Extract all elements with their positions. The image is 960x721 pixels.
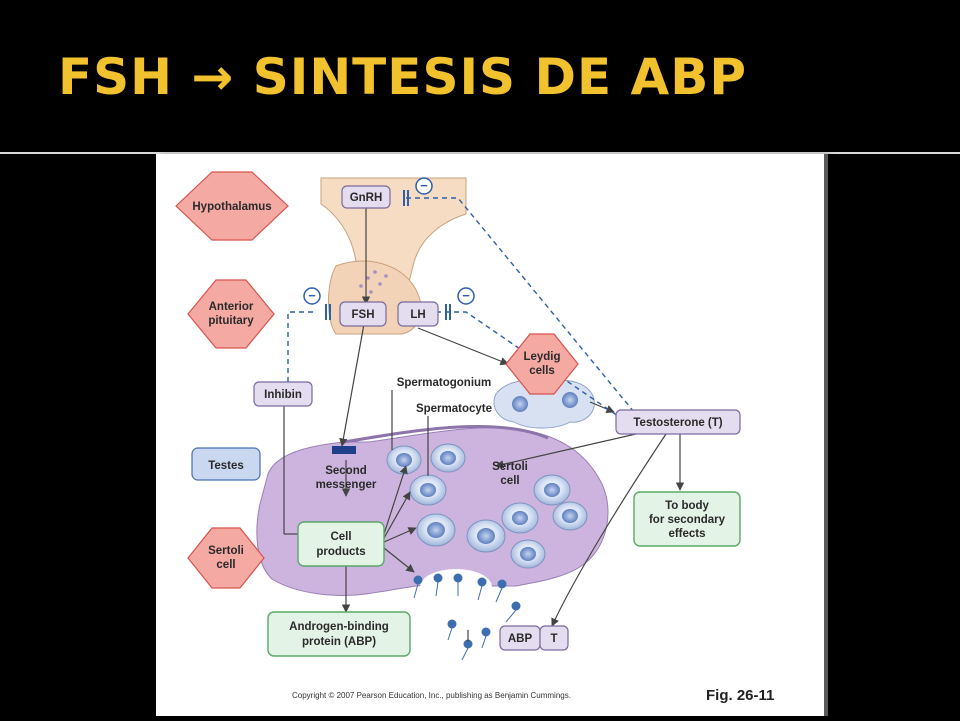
side-label-testes: Testes	[191, 447, 261, 481]
svg-text:Inhibin: Inhibin	[264, 389, 302, 401]
svg-text:cell: cell	[500, 475, 519, 487]
svg-text:−: −	[308, 288, 316, 303]
svg-text:FSH: FSH	[352, 309, 375, 321]
svg-text:−: −	[420, 178, 428, 193]
lh-box: LH	[397, 301, 439, 327]
inhibin-box: Inhibin	[253, 381, 313, 407]
fsh-to-receptor-arrow	[339, 323, 365, 447]
testosterone-to-lh-feedback	[418, 311, 619, 417]
leydig-nucleus	[512, 396, 528, 412]
svg-text:Hypothalamus: Hypothalamus	[192, 201, 271, 213]
to-body-box: To body for secondary effects	[633, 491, 741, 547]
gnrh-box: GnRH	[341, 185, 391, 209]
secretory-granules	[359, 270, 388, 294]
svg-text:cell: cell	[216, 559, 235, 571]
testosterone-box: Testosterone (T)	[615, 409, 741, 435]
second-messenger-label: Second	[325, 465, 367, 477]
fsh-receptor	[332, 446, 356, 454]
svg-text:Androgen-binding: Androgen-binding	[289, 621, 389, 633]
testosterone-to-t-arrow	[551, 433, 667, 627]
products-to-cell-arrow	[383, 491, 411, 539]
sertoli-inner-label: Sertoli	[492, 461, 528, 473]
svg-text:Testes: Testes	[208, 460, 244, 472]
svg-text:LH: LH	[410, 309, 425, 321]
germ-cells	[386, 443, 588, 569]
lh-to-leydig-arrow	[417, 327, 509, 366]
svg-text:products: products	[316, 546, 365, 558]
leydig-to-testosterone-arrow	[589, 401, 615, 413]
svg-text:T: T	[550, 633, 557, 645]
abp-box: Androgen-binding protein (ABP)	[267, 611, 411, 657]
basement-membrane	[343, 424, 549, 444]
svg-text:pituitary: pituitary	[208, 315, 254, 327]
spermatocyte-label: Spermatocyte	[416, 403, 492, 415]
title-band: FSH → SINTESIS DE ABP	[0, 0, 960, 150]
products-to-cell-arrow	[383, 465, 408, 535]
svg-text:Testosterone (T): Testosterone (T)	[633, 417, 722, 429]
copyright-text: Copyright © 2007 Pearson Education, Inc.…	[292, 691, 571, 700]
inhibition-symbols: − − −	[303, 177, 475, 305]
svg-text:To body: To body	[665, 500, 709, 512]
side-label-sertoli-cell: Sertoli cell	[187, 527, 265, 589]
title-divider	[0, 152, 960, 154]
svg-text:messenger: messenger	[316, 479, 377, 491]
svg-text:for secondary: for secondary	[649, 514, 726, 526]
figure-frame: − − − Hypothalamus Anterior pituitary Te…	[156, 154, 824, 716]
svg-text:protein (ABP): protein (ABP)	[302, 636, 376, 648]
svg-text:−: −	[462, 288, 470, 303]
svg-text:GnRH: GnRH	[350, 192, 383, 204]
products-to-cell-arrow	[383, 527, 417, 543]
side-label-anterior-pituitary: Anterior pituitary	[187, 279, 275, 349]
svg-text:cells: cells	[529, 365, 555, 377]
side-label-hypothalamus: Hypothalamus	[175, 171, 289, 241]
svg-text:effects: effects	[668, 528, 705, 540]
products-to-cell-arrow	[383, 547, 415, 573]
svg-text:ABP: ABP	[508, 633, 533, 645]
figure-number: Fig. 26-11	[706, 687, 774, 704]
svg-text:Sertoli: Sertoli	[208, 545, 244, 557]
abp-t-box: ABP T	[499, 625, 569, 651]
svg-text:Anterior: Anterior	[209, 301, 254, 313]
hpg-axis-diagram: − − − Hypothalamus Anterior pituitary Te…	[175, 171, 774, 704]
spermatids	[413, 573, 521, 661]
cell-products-box: Cell products	[297, 521, 385, 567]
leydig-nucleus	[562, 392, 578, 408]
svg-text:Cell: Cell	[330, 531, 351, 543]
spermatogonium-label: Spermatogonium	[397, 377, 492, 389]
slide-title: FSH → SINTESIS DE ABP	[58, 48, 747, 106]
testosterone-to-hypothalamus-feedback	[406, 197, 635, 413]
testosterone-to-sertoli-arrow	[495, 433, 637, 469]
leydig-cells-label: Leydig cells	[505, 333, 579, 395]
svg-text:Leydig: Leydig	[523, 351, 560, 363]
fsh-box: FSH	[339, 301, 387, 327]
inhibin-to-fsh-feedback	[287, 311, 316, 382]
